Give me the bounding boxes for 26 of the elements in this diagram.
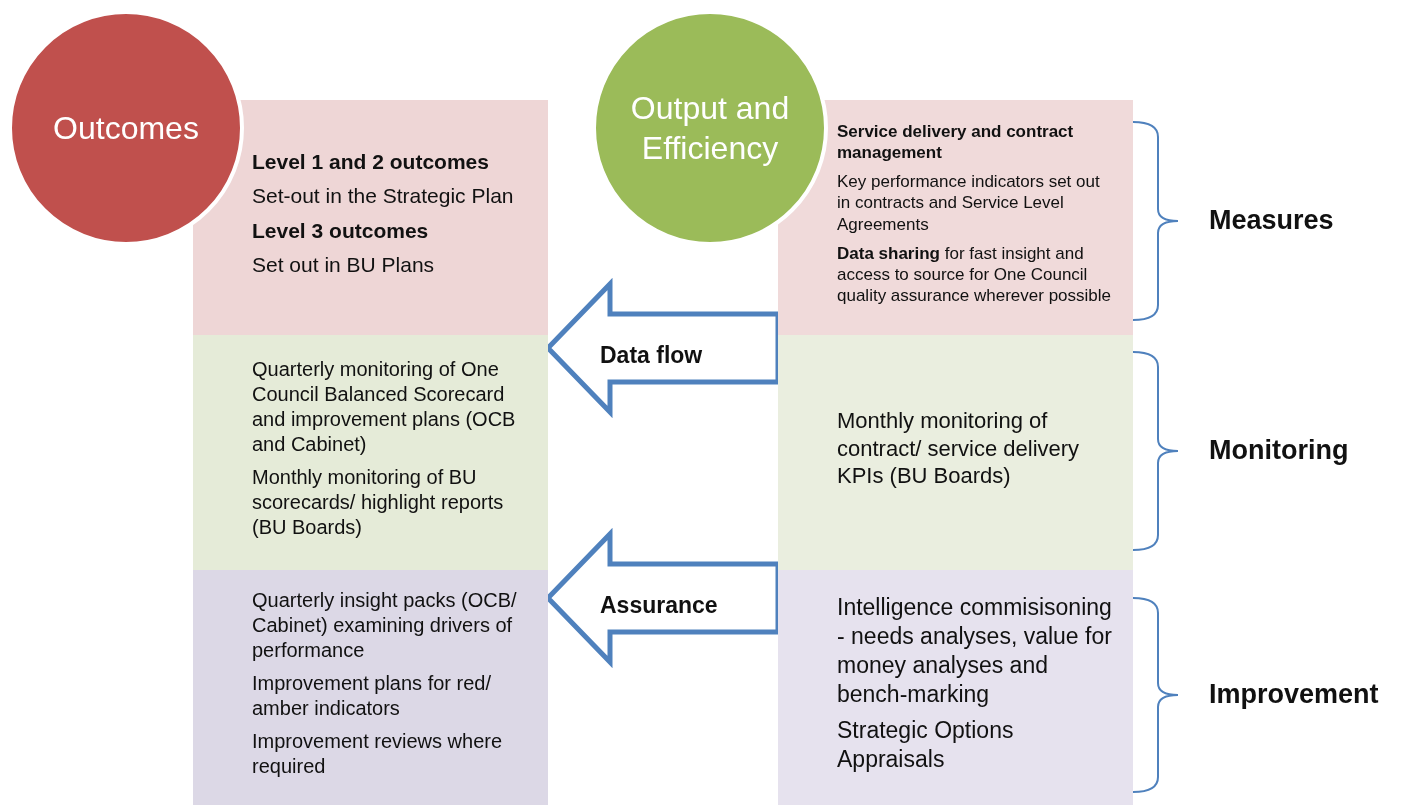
heading-text: Level 1 and 2 outcomes [252,149,490,175]
body-text: Quarterly insight packs (OCB/ Cabinet) examining drivers of performance [252,588,518,663]
circle-title: Output and Efficiency [629,89,791,168]
heading-text: Service delivery and contract management [837,120,1075,163]
text-panel [193,570,548,805]
category-label: Improvement [1209,679,1379,710]
text-panel [778,335,1133,570]
body-text: Monthly monitoring of BU scorecards/ highlight reports (BU Boards) [252,465,505,540]
circle-title: Outcomes [52,109,200,148]
body-text: Set out in BU Plans [252,251,436,278]
body-text: Key performance indicators set out in contracts and Service Level Agreements [837,171,1101,235]
edge-label: Data flow [600,342,703,369]
body-text: Strategic Options Appraisals [837,716,1015,774]
heading-text: Level 3 outcomes [252,217,430,244]
text-panel [193,335,548,570]
body-text: Data sharing for fast insight and access to source for One Council quality assurance wherever possible [837,242,1113,307]
edge-label: Assurance [600,592,718,619]
body-text: Set-out in the Strategic Plan [252,183,515,210]
text-panel [778,570,1133,805]
category-label: Measures [1209,205,1334,236]
body-text: Intelligence commisisoning - needs analyses, value for money analyses and bench-marking [837,593,1113,709]
body-text: Monthly monitoring of contract/ service delivery KPIs (BU Boards) [837,407,1081,490]
body-text: Quarterly monitoring of One Council Balanced Scorecard and improvement plans (OCB and Cabinet) [252,357,517,457]
body-text: Improvement reviews where required [252,729,504,779]
body-text: Improvement plans for red/ amber indicators [252,671,492,721]
category-label: Monitoring [1209,435,1349,466]
